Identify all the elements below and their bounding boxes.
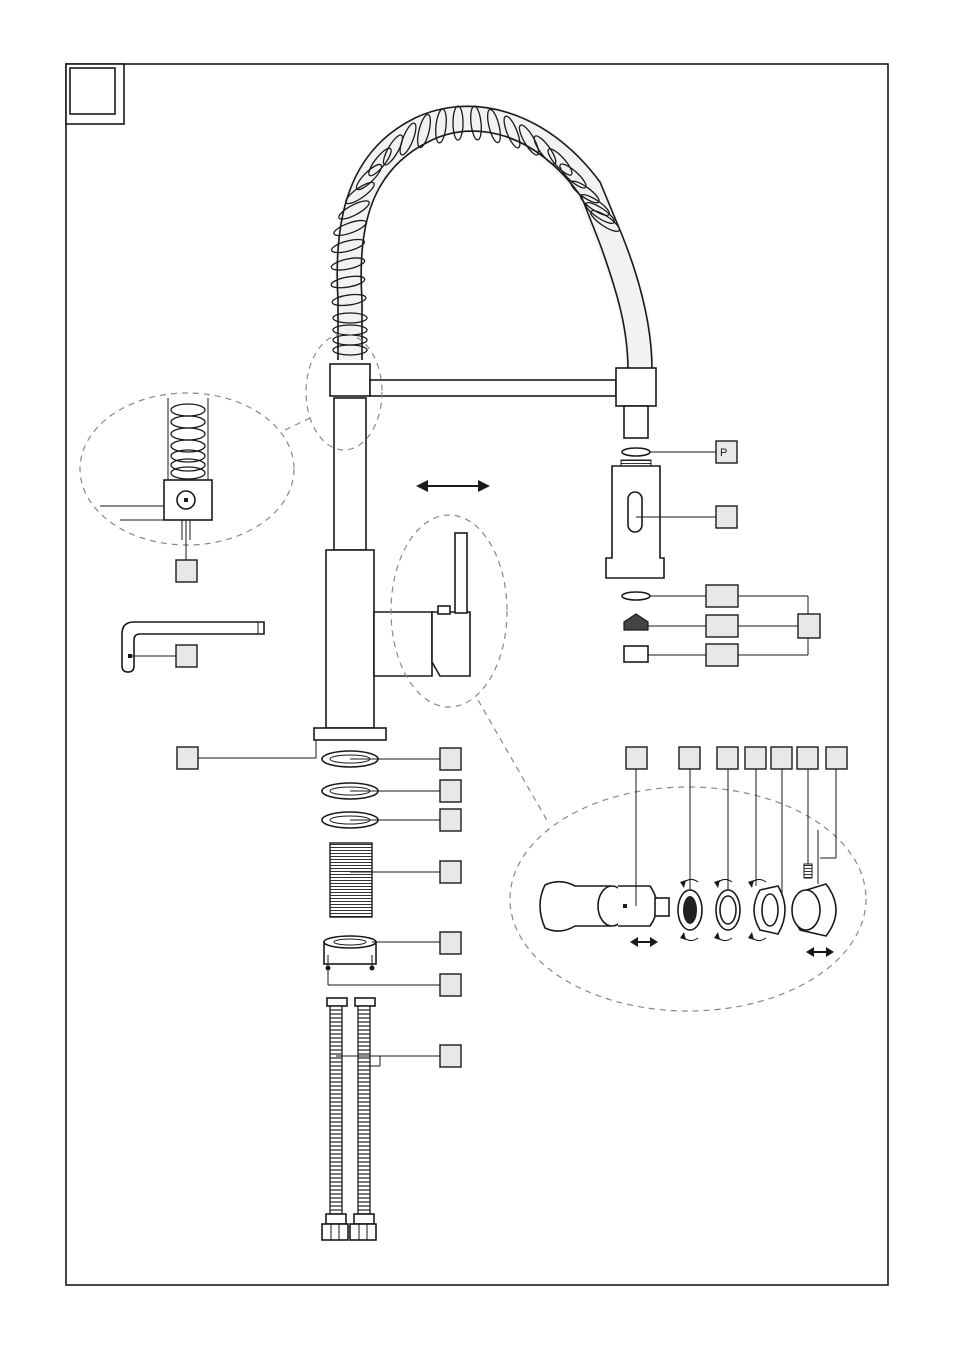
label-box-P (715, 440, 738, 464)
label-box-cartridge (625, 746, 648, 770)
base-callouts (176, 740, 317, 770)
slide-arrow-icon-2 (806, 947, 834, 957)
label-box-aerator (705, 643, 739, 667)
page-frame (65, 63, 889, 1286)
faucet-body (313, 363, 657, 741)
lower-column (325, 549, 375, 729)
label-box-set (797, 613, 821, 639)
collar-zoom-detail (100, 398, 213, 583)
base-plate (313, 727, 387, 741)
swivel-arrow-icon (416, 480, 490, 492)
label-box-ring-2 (716, 746, 739, 770)
detail-circle-collar (305, 333, 383, 451)
spray-holder (615, 367, 657, 407)
label-box-screws (439, 973, 462, 997)
figure-number-box (69, 67, 116, 115)
label-box-threaded-rod (439, 860, 462, 884)
mounting-parts (321, 747, 462, 997)
slide-arrow-icon (630, 937, 658, 947)
threaded-rod (329, 842, 373, 918)
label-box-seal (705, 584, 739, 608)
label-box-washer-2 (439, 808, 462, 832)
lever (454, 532, 468, 614)
spray-button (627, 491, 643, 533)
spout-arm (369, 379, 617, 397)
label-box-ring-1 (678, 746, 701, 770)
label-box-gasket (439, 747, 462, 771)
label-P-text: P (720, 447, 727, 459)
detail-circle-handle (390, 514, 508, 708)
valve-housing (373, 611, 433, 677)
spring-coil (330, 104, 654, 371)
label-box-nut (439, 931, 462, 955)
label-box-washer-1 (439, 779, 462, 803)
upper-column (333, 397, 367, 551)
label-box-filter (705, 614, 739, 638)
spray-head-parts: P (605, 440, 821, 667)
label-box-knob (825, 746, 848, 770)
label-box-hoses (439, 1044, 462, 1068)
label-box-cap (770, 746, 793, 770)
label-box-set-screw (175, 559, 198, 583)
holder-stub (623, 405, 649, 439)
label-box-ring-3 (744, 746, 767, 770)
detail-zoom-handle (509, 786, 867, 1012)
handle-exploded-detail (539, 746, 848, 957)
allen-key (121, 621, 265, 673)
label-box-screw (796, 746, 819, 770)
swivel-collar (329, 363, 371, 397)
label-box-base (176, 746, 199, 770)
label-box-allen-key (175, 644, 198, 668)
supply-hoses (321, 997, 462, 1241)
label-box-spray-head (715, 505, 738, 529)
handle-block (431, 611, 471, 677)
detail-zoom-collar (79, 392, 295, 546)
